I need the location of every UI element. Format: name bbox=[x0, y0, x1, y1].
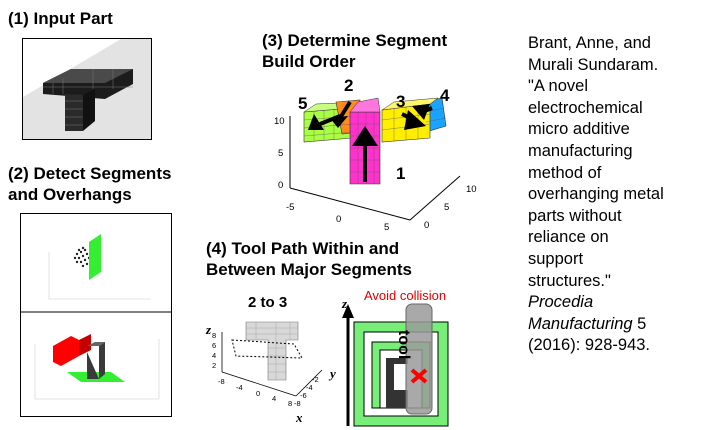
p4-x-tick-4: 4 bbox=[272, 394, 276, 403]
tool-collision-diagram bbox=[342, 303, 449, 427]
citation-line: electrochemical bbox=[528, 98, 643, 117]
tool-z-axis-label: z bbox=[342, 296, 348, 311]
step2-title-line2: and Overhangs bbox=[8, 185, 132, 204]
p4-y-tick-neg8: -8 bbox=[294, 399, 301, 408]
step2-title: (2) Detect Segments and Overhangs bbox=[8, 163, 171, 205]
order-label-2: 2 bbox=[344, 76, 354, 95]
p4-z-tick-4: 4 bbox=[212, 351, 216, 360]
citation-line: support bbox=[528, 249, 584, 268]
segments-detection-panel bbox=[20, 213, 172, 417]
p4-y-axis-label: y bbox=[330, 366, 336, 381]
transition-label: 2 to 3 bbox=[248, 294, 288, 311]
step3-title: (3) Determine Segment Build Order bbox=[262, 30, 447, 72]
step4-title: (4) Tool Path Within and Between Major S… bbox=[206, 238, 412, 280]
avoid-collision-label: Avoid collision bbox=[364, 288, 447, 303]
y-tick-0: 0 bbox=[424, 220, 429, 230]
y-tick-5: 5 bbox=[444, 202, 449, 213]
order-label-4: 4 bbox=[440, 86, 450, 105]
x-tick-0: 0 bbox=[336, 214, 341, 225]
step1-title: (1) Input Part bbox=[8, 9, 113, 28]
p4-y-tick-neg4: -4 bbox=[306, 383, 313, 392]
citation-journal2: Manufacturing bbox=[528, 314, 633, 333]
step3-title-line2: Build Order bbox=[262, 52, 356, 71]
p4-z-tick-6: 6 bbox=[212, 341, 216, 350]
citation-line: reliance on bbox=[528, 228, 609, 247]
citation-journal: Procedia bbox=[528, 293, 594, 312]
z-tick-10: 10 bbox=[274, 116, 285, 127]
tool-label: tool bbox=[395, 330, 412, 360]
citation-line: method of bbox=[528, 163, 602, 182]
p4-x-tick-0: 0 bbox=[256, 389, 260, 398]
p4-x-axis-label: x bbox=[296, 410, 303, 425]
citation-line: parts without bbox=[528, 206, 622, 225]
z-tick-5: 5 bbox=[278, 148, 283, 159]
citation-pages: (2016): 928-943. bbox=[528, 336, 651, 355]
step4-title-line2: Between Major Segments bbox=[206, 260, 412, 279]
order-label-1: 1 bbox=[396, 164, 406, 183]
citation-line: micro additive bbox=[528, 120, 630, 139]
citation: Brant, Anne, and Murali Sundaram. "A nov… bbox=[528, 33, 710, 357]
build-order-plot: 10 5 0 -5 0 5 10 5 0 bbox=[274, 97, 477, 230]
p4-x-tick-neg8: -8 bbox=[218, 377, 225, 386]
p4-z-tick-2: 2 bbox=[212, 361, 216, 370]
citation-line: Brant, Anne, and bbox=[528, 34, 651, 52]
x-tick-5: 5 bbox=[384, 222, 389, 230]
y-tick-10: 10 bbox=[466, 184, 477, 195]
citation-line: structures." bbox=[528, 271, 611, 290]
p4-y-tick-neg2: -2 bbox=[312, 375, 319, 384]
citation-line: Murali Sundaram. bbox=[528, 55, 659, 74]
p4-y-tick-neg6: -6 bbox=[300, 391, 307, 400]
step4-title-line1: (4) Tool Path Within and bbox=[206, 239, 400, 258]
citation-line: overhanging metal bbox=[528, 185, 664, 204]
p4-z-axis-label: z bbox=[206, 322, 212, 337]
tool-path-plot: 8 6 4 2 -8 -4 0 4 8 -2 -4 -6 -8 bbox=[212, 321, 323, 408]
citation-volume: 5 bbox=[637, 314, 647, 333]
order-label-3: 3 bbox=[396, 92, 406, 111]
x-tick-neg5: -5 bbox=[286, 202, 294, 213]
order-label-5: 5 bbox=[298, 94, 308, 113]
p4-x-tick-8: 8 bbox=[288, 399, 292, 408]
p4-x-tick-neg4: -4 bbox=[236, 383, 243, 392]
citation-line: "A novel bbox=[528, 77, 588, 96]
step2-title-line1: (2) Detect Segments bbox=[8, 164, 172, 183]
z-tick-0: 0 bbox=[278, 180, 283, 191]
input-part-image bbox=[22, 38, 152, 140]
step3-title-line1: (3) Determine Segment bbox=[262, 31, 448, 50]
citation-line: manufacturing bbox=[528, 141, 633, 160]
p4-z-tick-8: 8 bbox=[212, 331, 216, 340]
